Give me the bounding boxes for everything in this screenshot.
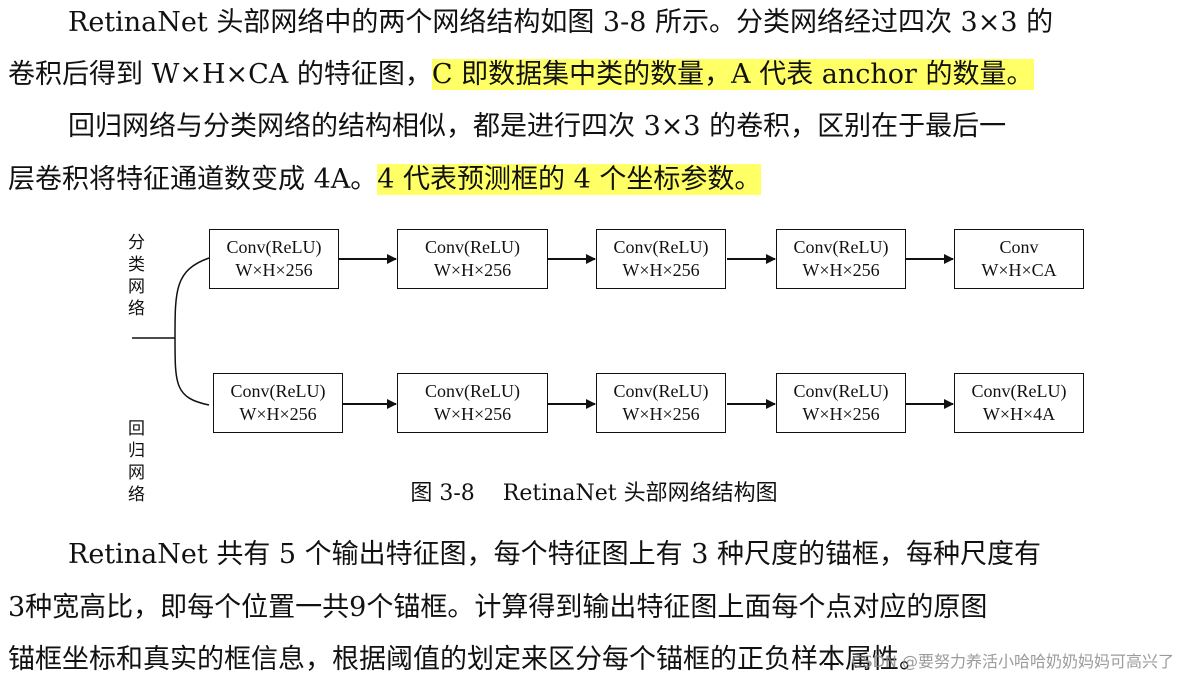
- reg-conv-box-1: Conv(ReLU) W×H×256: [213, 373, 343, 433]
- cls-output-box: Conv W×H×CA: [954, 229, 1084, 289]
- reg-conv-box-3: Conv(ReLU) W×H×256: [596, 373, 726, 433]
- figure-caption-text: RetinaNet 头部网络结构图: [502, 481, 778, 506]
- cls-conv-box-1: Conv(ReLU) W×H×256: [209, 229, 339, 289]
- brace-bottom: [174, 337, 210, 406]
- reg-conv-box-4-shape: W×H×256: [802, 404, 880, 424]
- para2-line2: 层卷积将特征通道数变成 4A。4 代表预测框的 4 个坐标参数。: [8, 160, 762, 200]
- brace-top: [174, 257, 210, 339]
- reg-output-box-op: Conv(ReLU): [971, 381, 1067, 401]
- para3-line1: RetinaNet 共有 5 个输出特征图，每个特征图上有 3 种尺度的锚框，每…: [68, 539, 1042, 570]
- figure-connectors: [132, 254, 954, 409]
- cls-conv-box-1-shape: W×H×256: [235, 260, 313, 280]
- cls-conv-box-3-shape: W×H×256: [622, 260, 700, 280]
- reg-conv-box-1-shape: W×H×256: [239, 404, 317, 424]
- cls-conv-box-2-op: Conv(ReLU): [425, 237, 520, 257]
- reg-conv-box-4-op: Conv(ReLU): [793, 381, 889, 401]
- reg-output-box: Conv(ReLU) W×H×4A: [954, 373, 1084, 433]
- para2-line2-text: 层卷积将特征通道数变成 4A。: [8, 164, 378, 195]
- para3-line3: 锚框坐标和真实的框信息，根据阈值的划定来区分每个锚框的正负样本属性。: [8, 644, 926, 675]
- para2-highlight: 4 代表预测框的 4 个坐标参数。: [377, 164, 762, 195]
- para1-highlight: C 即数据集中类的数量，A 代表 anchor 的数量。: [431, 59, 1034, 90]
- reg-conv-box-2-op: Conv(ReLU): [425, 381, 520, 401]
- reg-conv-box-4: Conv(ReLU) W×H×256: [776, 373, 906, 433]
- reg-conv-box-2: Conv(ReLU) W×H×256: [397, 373, 548, 433]
- reg-conv-box-2-shape: W×H×256: [433, 404, 512, 424]
- para1-line2-text: 卷积后得到 W×H×CA 的特征图，: [8, 59, 432, 90]
- para1-line1: RetinaNet 头部网络中的两个网络结构如图 3-8 所示。分类网络经过四次…: [68, 7, 1054, 38]
- cls-output-box-shape: W×H×CA: [981, 260, 1057, 280]
- cls-conv-box-4: Conv(ReLU) W×H×256: [776, 229, 906, 289]
- cls-conv-box-3-op: Conv(ReLU): [613, 237, 709, 257]
- reg-output-box-shape: W×H×4A: [982, 404, 1056, 424]
- regression-branch-label: 回归网络: [128, 419, 145, 505]
- para3-line2: 3种宽高比，即每个位置一共9个锚框。计算得到输出特征图上面每个点对应的原图: [8, 592, 988, 623]
- cls-conv-box-2: Conv(ReLU) W×H×256: [397, 229, 548, 289]
- figure-caption: 图 3-8 RetinaNet 头部网络结构图: [0, 478, 1188, 510]
- reg-conv-box-3-op: Conv(ReLU): [613, 381, 709, 401]
- cls-conv-box-2-shape: W×H×256: [433, 260, 512, 280]
- cls-conv-box-1-op: Conv(ReLU): [226, 237, 322, 257]
- figure-caption-number: 图 3-8: [410, 481, 475, 506]
- cls-conv-box-4-op: Conv(ReLU): [793, 237, 889, 257]
- para2-line1: 回归网络与分类网络的结构相似，都是进行四次 3×3 的卷积，区别在于最后一: [68, 111, 1007, 142]
- cls-output-box-op: Conv: [999, 237, 1039, 257]
- reg-conv-box-3-shape: W×H×256: [622, 404, 700, 424]
- classification-branch-label: 分类网络: [128, 233, 145, 319]
- para1-line2: 卷积后得到 W×H×CA 的特征图，C 即数据集中类的数量，A 代表 ancho…: [8, 55, 1034, 95]
- reg-conv-box-1-op: Conv(ReLU): [230, 381, 326, 401]
- cls-conv-box-4-shape: W×H×256: [802, 260, 880, 280]
- csdn-watermark: CSDN @要努力养活小哈哈奶奶妈妈可高兴了: [851, 652, 1174, 671]
- cls-conv-box-3: Conv(ReLU) W×H×256: [596, 229, 726, 289]
